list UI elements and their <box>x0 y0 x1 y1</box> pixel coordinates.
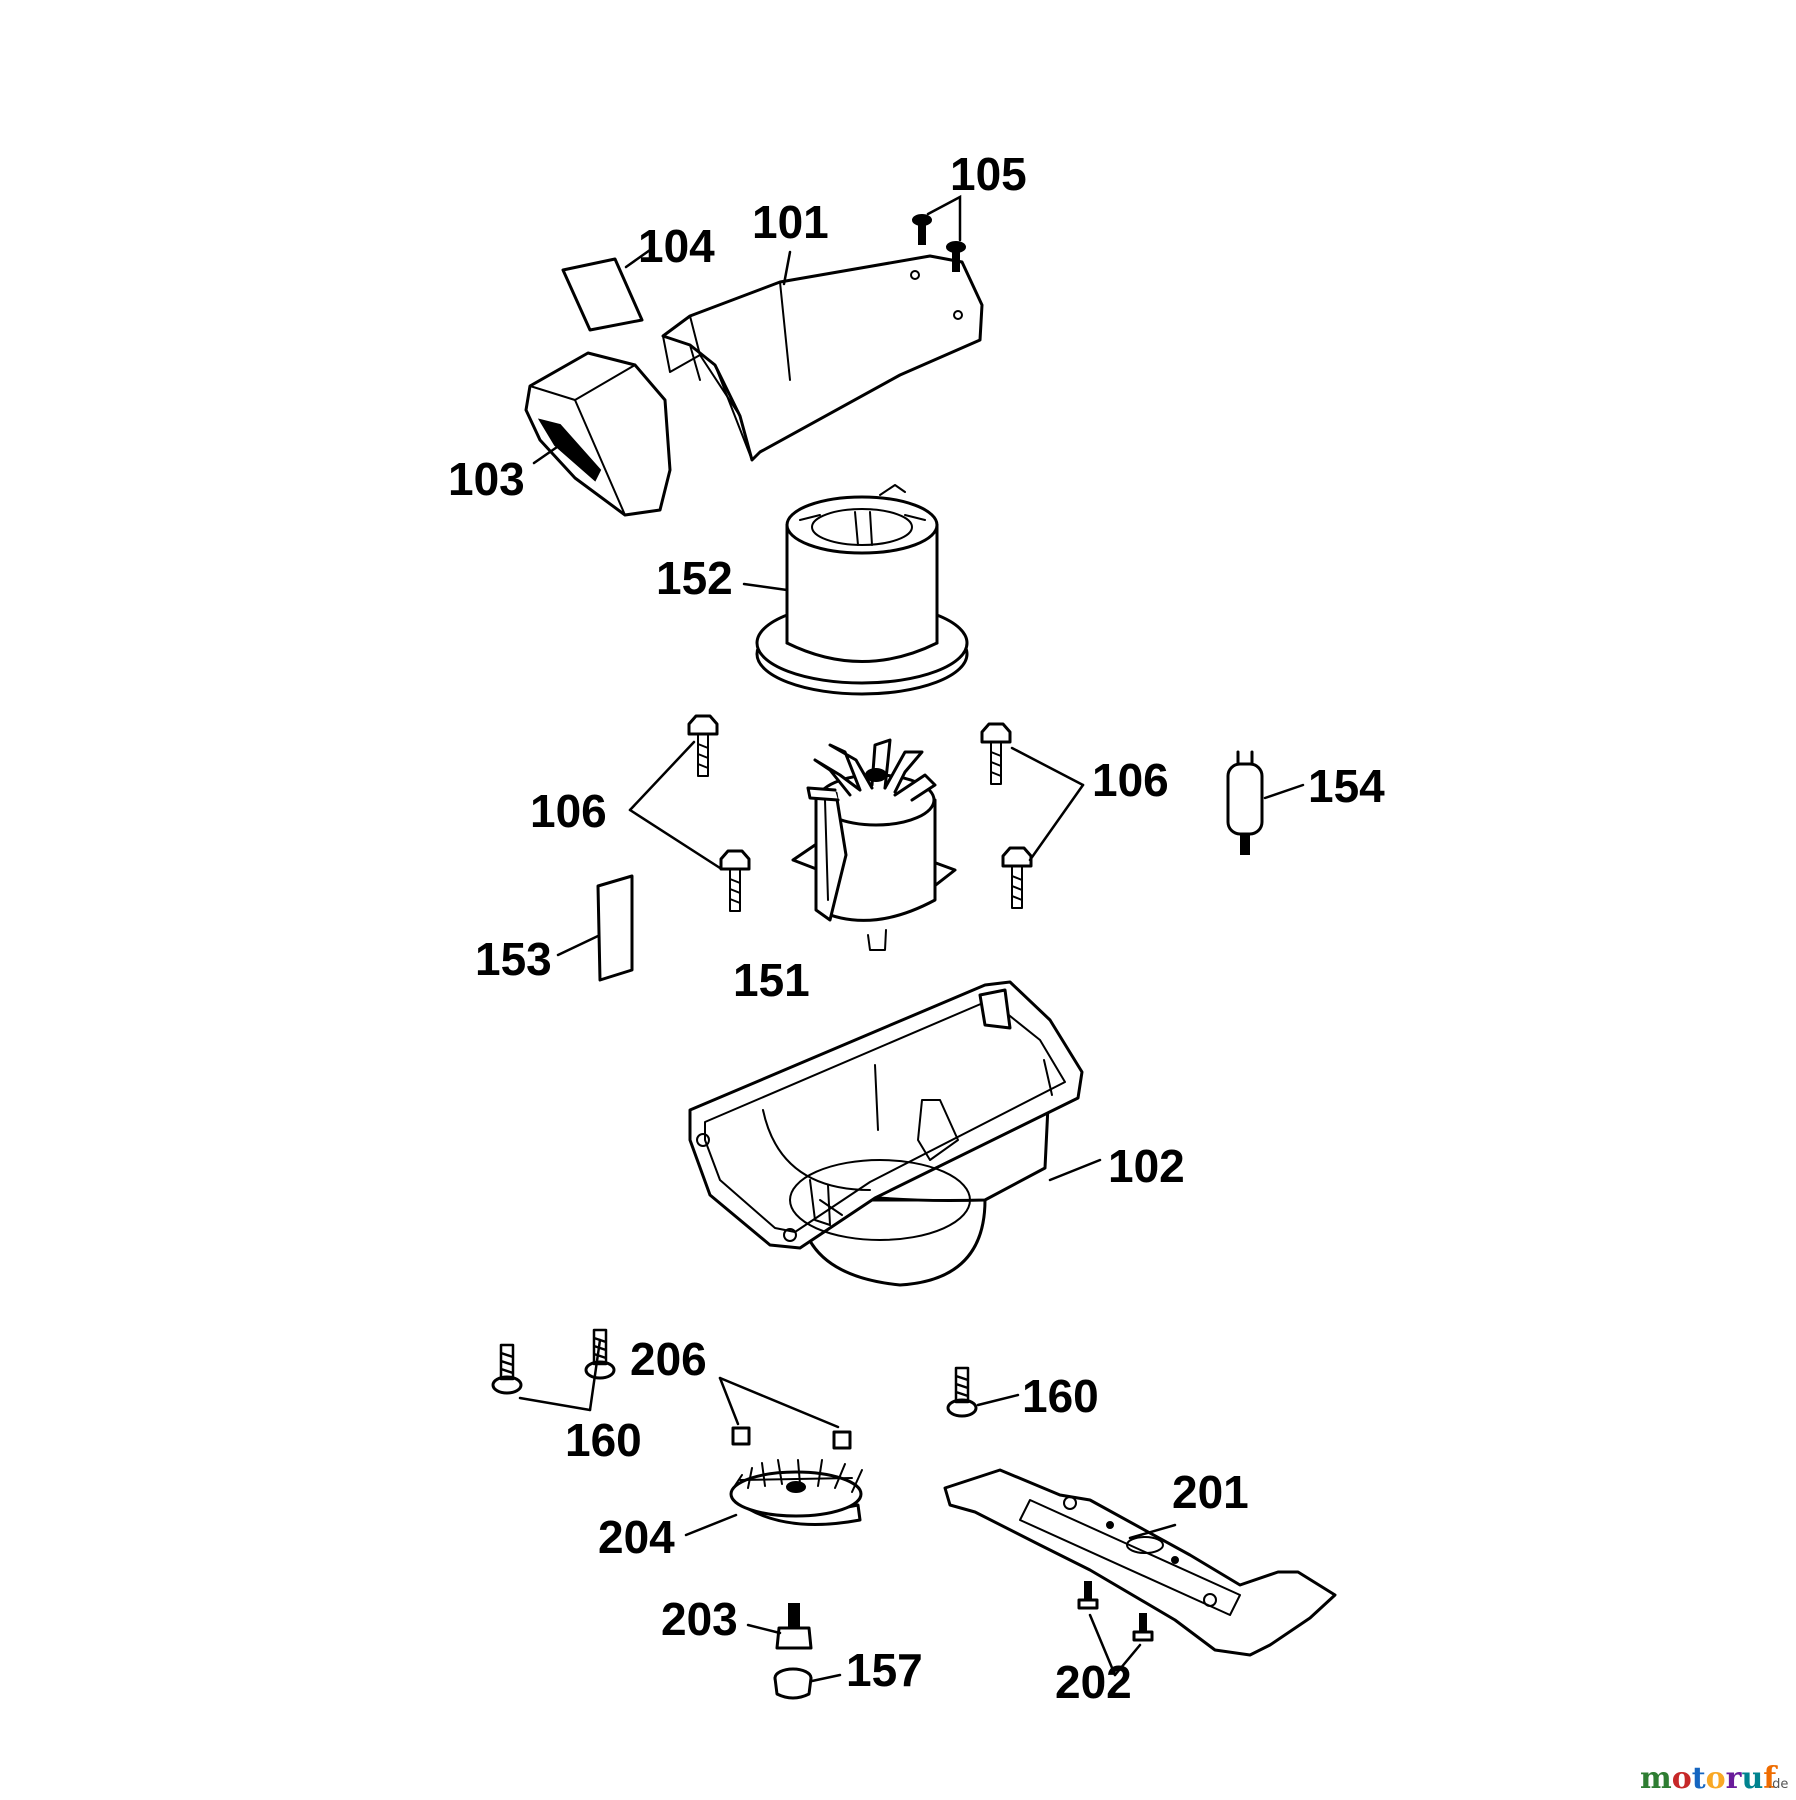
part-105-screws <box>912 214 966 272</box>
part-152-motor-housing <box>755 484 969 696</box>
part-103-front-nose <box>524 351 672 517</box>
part-labels: 101 102 103 104 105 106 106 151 152 153 … <box>448 148 1385 1708</box>
label-104: 104 <box>638 220 715 272</box>
part-106-bolts <box>687 714 1033 912</box>
part-203-blade-bolt <box>775 1603 813 1650</box>
part-204-fan <box>729 1459 863 1526</box>
part-104-label-plate <box>561 257 644 332</box>
part-160-bolts <box>491 1328 978 1418</box>
part-206-clips <box>731 1426 852 1450</box>
label-106-left: 106 <box>530 785 607 837</box>
label-206: 206 <box>630 1333 707 1385</box>
label-204: 204 <box>598 1511 675 1563</box>
label-202: 202 <box>1055 1656 1132 1708</box>
part-157-cap <box>773 1667 813 1700</box>
label-153: 153 <box>475 933 552 985</box>
label-160-left: 160 <box>565 1414 642 1466</box>
label-101: 101 <box>752 196 829 248</box>
label-151: 151 <box>733 954 810 1006</box>
label-160-right: 160 <box>1022 1370 1099 1422</box>
leader-lines <box>518 194 1305 1683</box>
watermark-brand: motoruf <box>1640 1761 1778 1796</box>
label-152: 152 <box>656 552 733 604</box>
label-201: 201 <box>1172 1466 1249 1518</box>
label-105: 105 <box>950 148 1027 200</box>
label-154: 154 <box>1308 760 1385 812</box>
label-203: 203 <box>661 1593 738 1645</box>
label-103: 103 <box>448 453 525 505</box>
label-157: 157 <box>846 1644 923 1696</box>
label-102: 102 <box>1108 1140 1185 1192</box>
part-153-label-strip <box>596 874 634 982</box>
part-102-main-housing <box>688 980 1084 1287</box>
label-106-right: 106 <box>1092 754 1169 806</box>
motoruf-watermark: motoruf .de <box>1640 1761 1788 1796</box>
watermark-suffix: .de <box>1768 1777 1788 1792</box>
part-101-top-cover <box>661 254 984 462</box>
part-202-screws <box>1077 1581 1154 1642</box>
part-154-capacitor <box>1226 750 1264 855</box>
part-151-electric-motor <box>791 738 957 951</box>
part-201-blade <box>943 1468 1337 1657</box>
